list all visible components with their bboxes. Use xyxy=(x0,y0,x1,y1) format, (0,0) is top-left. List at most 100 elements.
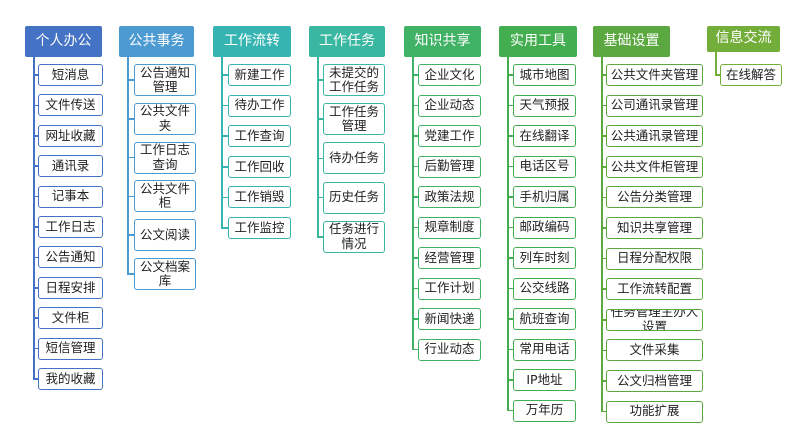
connector-branch xyxy=(127,79,134,81)
tree-node[interactable]: 文件采集 xyxy=(606,339,703,362)
connector-branch xyxy=(507,226,513,229)
tree-node[interactable]: 电话区号 xyxy=(513,155,576,178)
tree-node[interactable]: 工作任务管理 xyxy=(323,103,385,136)
tree-node[interactable]: 公告通知管理 xyxy=(134,64,196,96)
tree-node[interactable]: 工作销毁 xyxy=(228,186,291,209)
tree-node[interactable]: 邮政编码 xyxy=(513,216,576,239)
tree-node[interactable]: 企业文化 xyxy=(418,64,481,86)
tree-node[interactable]: 公共文件夹 xyxy=(134,102,196,135)
tree-node[interactable]: 航班查询 xyxy=(513,308,576,330)
tree-node[interactable]: 企业动态 xyxy=(418,94,481,117)
tree-node[interactable]: 历史任务 xyxy=(323,181,385,214)
tree-node[interactable]: 公告通知 xyxy=(38,246,103,269)
tree-node[interactable]: 规章制度 xyxy=(418,216,481,239)
tree-node[interactable]: 政策法规 xyxy=(418,186,481,208)
tree-node[interactable]: 工作日志查询 xyxy=(134,141,196,174)
connector-branch xyxy=(33,317,38,319)
connector-branch xyxy=(221,74,228,76)
tree-node[interactable]: 在线解答 xyxy=(720,64,782,86)
tree-node[interactable]: 工作流转配置 xyxy=(606,278,703,301)
tree-node[interactable]: 日程分配权限 xyxy=(606,247,703,270)
tree-node[interactable]: 公共文件柜 xyxy=(134,180,196,213)
connector-branch xyxy=(715,74,720,76)
connector-vertical-1 xyxy=(33,57,35,379)
connector-branch xyxy=(507,104,513,107)
tree-node[interactable]: 待办任务 xyxy=(323,142,385,175)
tree-node[interactable]: 万年历 xyxy=(513,399,576,422)
tree-node[interactable]: 任务进行情况 xyxy=(323,220,385,253)
connector-branch xyxy=(507,318,513,320)
connector-branch xyxy=(221,227,228,229)
connector-branch xyxy=(127,273,134,275)
tree-node[interactable]: 日程安排 xyxy=(38,276,103,299)
connector-branch xyxy=(601,166,606,168)
connector-branch xyxy=(601,257,606,260)
tree-node[interactable]: 公共通讯录管理 xyxy=(606,125,703,148)
connector-branch xyxy=(601,288,606,290)
connector-branch xyxy=(412,135,418,137)
tree-node[interactable]: 公文归档管理 xyxy=(606,370,703,392)
connector-branch xyxy=(601,196,606,199)
tree-node[interactable]: 通讯录 xyxy=(38,155,103,178)
tree-node[interactable]: 公共文件夹管理 xyxy=(606,64,703,86)
connector-branch xyxy=(507,135,513,137)
connector-vertical-8 xyxy=(715,52,717,75)
tree-node[interactable]: 我的收藏 xyxy=(38,368,103,390)
tree-node[interactable]: 公告分类管理 xyxy=(606,186,703,209)
tree-node[interactable]: 文件传送 xyxy=(38,94,103,117)
connector-branch xyxy=(412,196,418,198)
connector-vertical-6 xyxy=(507,57,509,411)
tree-node[interactable]: 行业动态 xyxy=(418,338,481,361)
column-header-4: 工作任务 xyxy=(309,26,385,57)
tree-node[interactable]: 经营管理 xyxy=(418,247,481,269)
tree-node[interactable]: 文件柜 xyxy=(38,307,103,330)
connector-branch xyxy=(317,157,323,160)
connector-branch xyxy=(601,104,606,107)
connector-branch xyxy=(33,104,38,107)
tree-node[interactable]: 后勤管理 xyxy=(418,155,481,178)
tree-node[interactable]: 待办工作 xyxy=(228,94,291,117)
tree-node[interactable]: 短信管理 xyxy=(38,337,103,360)
column-header-7: 基础设置 xyxy=(593,26,670,57)
connector-branch xyxy=(33,347,38,350)
tree-node[interactable]: 工作回收 xyxy=(228,155,291,178)
column-header-8: 信息交流 xyxy=(707,26,780,52)
connector-branch xyxy=(317,236,323,238)
tree-node[interactable]: 工作日志 xyxy=(38,216,103,238)
tree-node[interactable]: 常用电话 xyxy=(513,338,576,361)
tree-node[interactable]: 记事本 xyxy=(38,185,103,208)
tree-node[interactable]: 网址收藏 xyxy=(38,124,103,147)
tree-node[interactable]: 在线翻译 xyxy=(513,125,576,147)
connector-branch xyxy=(317,118,323,120)
tree-node[interactable]: IP地址 xyxy=(513,369,576,391)
tree-node[interactable]: 公文档案库 xyxy=(134,258,196,290)
connector-branch xyxy=(317,79,323,81)
tree-node[interactable]: 工作查询 xyxy=(228,125,291,148)
connector-branch xyxy=(507,409,513,412)
connector-branch xyxy=(507,196,513,198)
connector-branch xyxy=(127,195,134,198)
tree-node[interactable]: 党建工作 xyxy=(418,125,481,147)
tree-node[interactable]: 新建工作 xyxy=(228,64,291,86)
tree-node[interactable]: 工作监控 xyxy=(228,217,291,239)
tree-node[interactable]: 知识共享管理 xyxy=(606,217,703,239)
connector-branch xyxy=(507,257,513,259)
tree-node[interactable]: 未提交的工作任务 xyxy=(323,64,385,96)
tree-node[interactable]: 任务管理主办人设置 xyxy=(606,308,703,331)
tree-node[interactable]: 公交线路 xyxy=(513,277,576,300)
tree-node[interactable]: 公共文件柜管理 xyxy=(606,155,703,178)
connector-branch xyxy=(601,319,606,321)
column-header-2: 公共事务 xyxy=(119,26,194,57)
tree-node[interactable]: 新闻快递 xyxy=(418,308,481,330)
tree-node[interactable]: 手机归属 xyxy=(513,186,576,208)
tree-node[interactable]: 城市地图 xyxy=(513,64,576,86)
tree-node[interactable]: 工作计划 xyxy=(418,277,481,300)
connector-branch xyxy=(33,378,38,380)
tree-node[interactable]: 天气预报 xyxy=(513,94,576,117)
connector-branch xyxy=(601,74,606,76)
tree-node[interactable]: 公文阅读 xyxy=(134,219,196,252)
tree-node[interactable]: 公司通讯录管理 xyxy=(606,94,703,117)
tree-node[interactable]: 短消息 xyxy=(38,64,103,86)
tree-node[interactable]: 列车时刻 xyxy=(513,247,576,269)
tree-node[interactable]: 功能扩展 xyxy=(606,400,703,423)
